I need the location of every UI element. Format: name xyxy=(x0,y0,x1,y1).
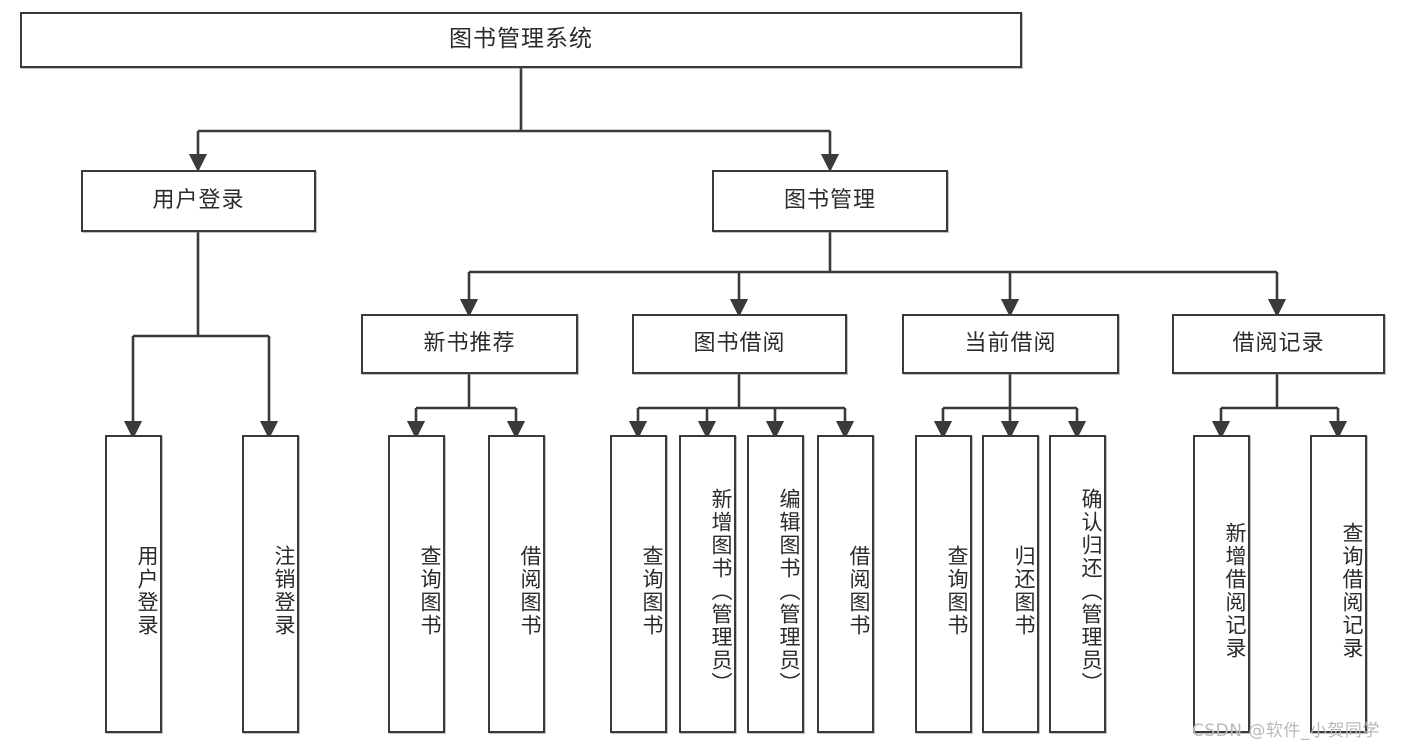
node-leaf-logout-login-label: 注销登录 xyxy=(272,545,296,637)
node-book-manage-label: 图书管理 xyxy=(783,187,876,213)
node-leaf-query-record-label: 查询借阅记录 xyxy=(1340,522,1364,660)
node-leaf-confirm-return[interactable]: 确认归还（管理员） xyxy=(1049,435,1106,733)
node-leaf-borrow-book-2-label: 借阅图书 xyxy=(847,545,871,637)
node-leaf-confirm-return-label: 确认归还（管理员） xyxy=(1079,487,1103,695)
node-leaf-add-record[interactable]: 新增借阅记录 xyxy=(1193,435,1250,733)
node-leaf-query-book-1[interactable]: 查询图书 xyxy=(388,435,445,733)
node-root-label: 图书管理系统 xyxy=(449,26,593,53)
node-current-borrow[interactable]: 当前借阅 xyxy=(902,314,1119,374)
node-new-book-recommend-label: 新书推荐 xyxy=(423,330,516,356)
node-book-borrow-label: 图书借阅 xyxy=(693,330,786,356)
node-borrow-record[interactable]: 借阅记录 xyxy=(1172,314,1385,374)
csdn-watermark: CSDN @软件_小贺同学 xyxy=(1192,721,1380,741)
node-leaf-return-book[interactable]: 归还图书 xyxy=(982,435,1039,733)
node-leaf-query-book-3-label: 查询图书 xyxy=(945,545,969,637)
node-leaf-user-login-label: 用户登录 xyxy=(135,545,159,637)
node-leaf-add-book[interactable]: 新增图书（管理员） xyxy=(679,435,736,733)
node-current-borrow-label: 当前借阅 xyxy=(964,330,1057,356)
node-leaf-edit-book-label: 编辑图书（管理员） xyxy=(777,487,801,695)
node-leaf-return-book-label: 归还图书 xyxy=(1012,545,1036,637)
node-book-borrow[interactable]: 图书借阅 xyxy=(632,314,847,374)
node-leaf-query-book-2-label: 查询图书 xyxy=(640,545,664,637)
node-new-book-recommend[interactable]: 新书推荐 xyxy=(361,314,578,374)
node-leaf-logout-login[interactable]: 注销登录 xyxy=(242,435,299,733)
node-leaf-user-login[interactable]: 用户登录 xyxy=(105,435,162,733)
node-book-manage[interactable]: 图书管理 xyxy=(712,170,948,232)
node-leaf-borrow-book-1[interactable]: 借阅图书 xyxy=(488,435,545,733)
node-leaf-query-book-3[interactable]: 查询图书 xyxy=(915,435,972,733)
node-root[interactable]: 图书管理系统 xyxy=(20,12,1022,68)
node-leaf-borrow-book-1-label: 借阅图书 xyxy=(518,545,542,637)
node-user-login-label: 用户登录 xyxy=(152,187,245,213)
node-leaf-query-book-2[interactable]: 查询图书 xyxy=(610,435,667,733)
node-leaf-borrow-book-2[interactable]: 借阅图书 xyxy=(817,435,874,733)
node-leaf-add-book-label: 新增图书（管理员） xyxy=(709,487,733,695)
node-leaf-add-record-label: 新增借阅记录 xyxy=(1223,522,1247,660)
node-leaf-query-record[interactable]: 查询借阅记录 xyxy=(1310,435,1367,733)
node-borrow-record-label: 借阅记录 xyxy=(1232,330,1325,356)
node-leaf-query-book-1-label: 查询图书 xyxy=(418,545,442,637)
node-leaf-edit-book[interactable]: 编辑图书（管理员） xyxy=(747,435,804,733)
node-user-login[interactable]: 用户登录 xyxy=(81,170,316,232)
